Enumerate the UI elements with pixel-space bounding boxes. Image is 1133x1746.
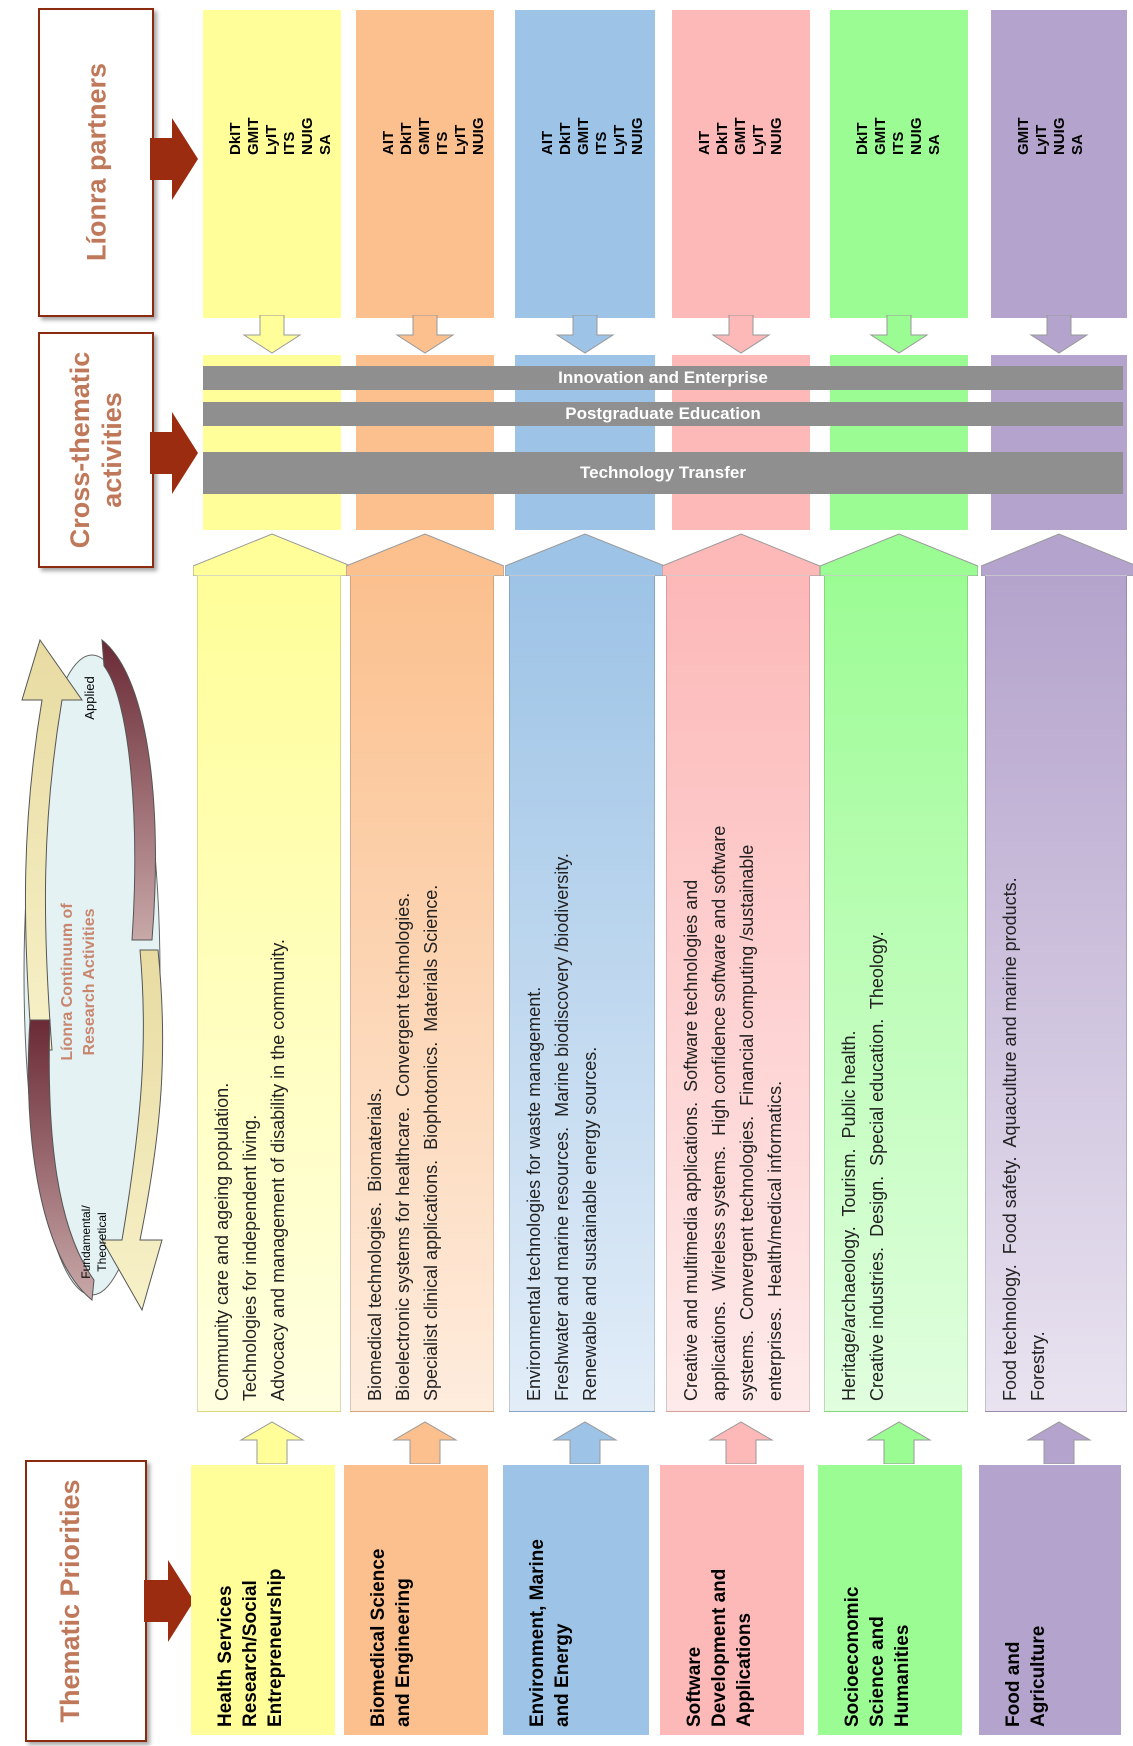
partners-list: DkIT GMIT ITS NUIG SA (854, 117, 943, 156)
down-arrow-icon (555, 315, 615, 354)
up-arrow-icon (981, 533, 1133, 576)
thematic-priority-label: Health Services Research/Social Entrepre… (215, 1568, 286, 1727)
postgraduate-education-bar: Postgraduate Education (203, 402, 1123, 426)
up-arrow-icon (662, 533, 820, 576)
thematic-header-box: Thematic Priorities (25, 1460, 147, 1742)
continuum-fundamental-label: Fundamental/ Theoretical (79, 1205, 109, 1279)
thematic-priority-label: Software Development and Applications (684, 1568, 755, 1727)
research-activities-column-3: Environmental technologies for waste man… (509, 575, 655, 1412)
cross-thematic-header-title: Cross-thematic activities (65, 351, 127, 549)
research-activities-column-5: Heritage/archaeology. Tourism. Public he… (824, 575, 968, 1412)
down-arrow-icon (395, 315, 455, 354)
up-arrow-icon (552, 1421, 618, 1464)
up-arrow-icon (820, 533, 978, 576)
thematic-arrow-icon (144, 1560, 194, 1642)
thematic-priority-column-5: Socioeconomic Science and Humanities (818, 1465, 962, 1735)
thematic-priority-label: Environment, Marine and Energy (527, 1539, 573, 1727)
partners-column-4: AIT DkIT GMIT LyIT NUIG (672, 10, 810, 318)
up-arrow-icon (1026, 1421, 1092, 1464)
partners-list: AIT DkIT GMIT ITS LyIT NUIG (380, 117, 487, 156)
research-activities-text: Environmental technologies for waste man… (524, 853, 600, 1401)
partners-column-2: AIT DkIT GMIT ITS LyIT NUIG (356, 10, 494, 318)
thematic-priority-column-4: Software Development and Applications (660, 1465, 804, 1735)
technology-transfer-bar: Technology Transfer (203, 452, 1123, 494)
partners-column-5: DkIT GMIT ITS NUIG SA (830, 10, 968, 318)
partners-list: DkIT GMIT LyIT ITS NUIG SA (227, 117, 334, 156)
partners-column-6: GMIT LyIT NUIG SA (991, 10, 1127, 318)
research-activities-column-4: Creative and multimedia applications. So… (666, 575, 810, 1412)
up-arrow-icon (505, 533, 665, 576)
down-arrow-icon (1029, 315, 1089, 354)
thematic-priority-label: Socioeconomic Science and Humanities (842, 1586, 913, 1727)
research-activities-text: Community care and ageing population. Te… (212, 939, 288, 1401)
continuum-applied-label: Applied (82, 676, 97, 720)
research-activities-column-6: Food technology. Food safety. Aquacultur… (985, 575, 1127, 1412)
research-activities-text: Heritage/archaeology. Tourism. Public he… (839, 931, 887, 1401)
down-arrow-icon (242, 315, 302, 354)
partners-column-3: AIT DkIT GMIT ITS LyIT NUIG (515, 10, 655, 318)
research-activities-column-2: Biomedical technologies. Biomaterials. B… (350, 575, 494, 1412)
up-arrow-icon (392, 1421, 458, 1464)
partners-arrow-icon (150, 118, 198, 200)
partners-column-1: DkIT GMIT LyIT ITS NUIG SA (203, 10, 341, 318)
cross-thematic-arrow-icon (150, 412, 198, 494)
partners-list: AIT DkIT GMIT LyIT NUIG (696, 117, 785, 156)
up-arrow-icon (708, 1421, 774, 1464)
partners-list: GMIT LyIT NUIG SA (1015, 117, 1086, 156)
thematic-priority-column-6: Food and Agriculture (979, 1465, 1121, 1735)
partners-header-title: Líonra partners (81, 62, 112, 262)
thematic-header-title: Thematic Priorities (55, 1479, 85, 1723)
research-activities-text: Creative and multimedia applications. So… (681, 825, 785, 1401)
continuum-title: Líonra Continuum of Research Activities (59, 903, 98, 1061)
up-arrow-icon (239, 1421, 305, 1464)
partners-header-box: Líonra partners (38, 8, 154, 317)
up-arrow-icon (866, 1421, 932, 1464)
thematic-priority-column-2: Biomedical Science and Engineering (344, 1465, 488, 1735)
thematic-priority-label: Food and Agriculture (1003, 1625, 1049, 1727)
partners-list: AIT DkIT GMIT ITS LyIT NUIG (539, 117, 646, 156)
thematic-priority-column-3: Environment, Marine and Energy (503, 1465, 649, 1735)
thematic-priority-column-1: Health Services Research/Social Entrepre… (191, 1465, 335, 1735)
thematic-priority-label: Biomedical Science and Engineering (368, 1548, 414, 1727)
innovation-enterprise-bar: Innovation and Enterprise (203, 366, 1123, 390)
research-continuum-diagram (21, 638, 164, 1312)
research-activities-text: Food technology. Food safety. Aquacultur… (1000, 877, 1048, 1401)
research-activities-column-1: Community care and ageing population. Te… (197, 575, 341, 1412)
up-arrow-icon (193, 533, 351, 576)
cross-thematic-header-box: Cross-thematic activities (38, 332, 154, 568)
down-arrow-icon (711, 315, 771, 354)
research-activities-text: Biomedical technologies. Biomaterials. B… (365, 884, 441, 1401)
up-arrow-icon (346, 533, 504, 576)
down-arrow-icon (869, 315, 929, 354)
